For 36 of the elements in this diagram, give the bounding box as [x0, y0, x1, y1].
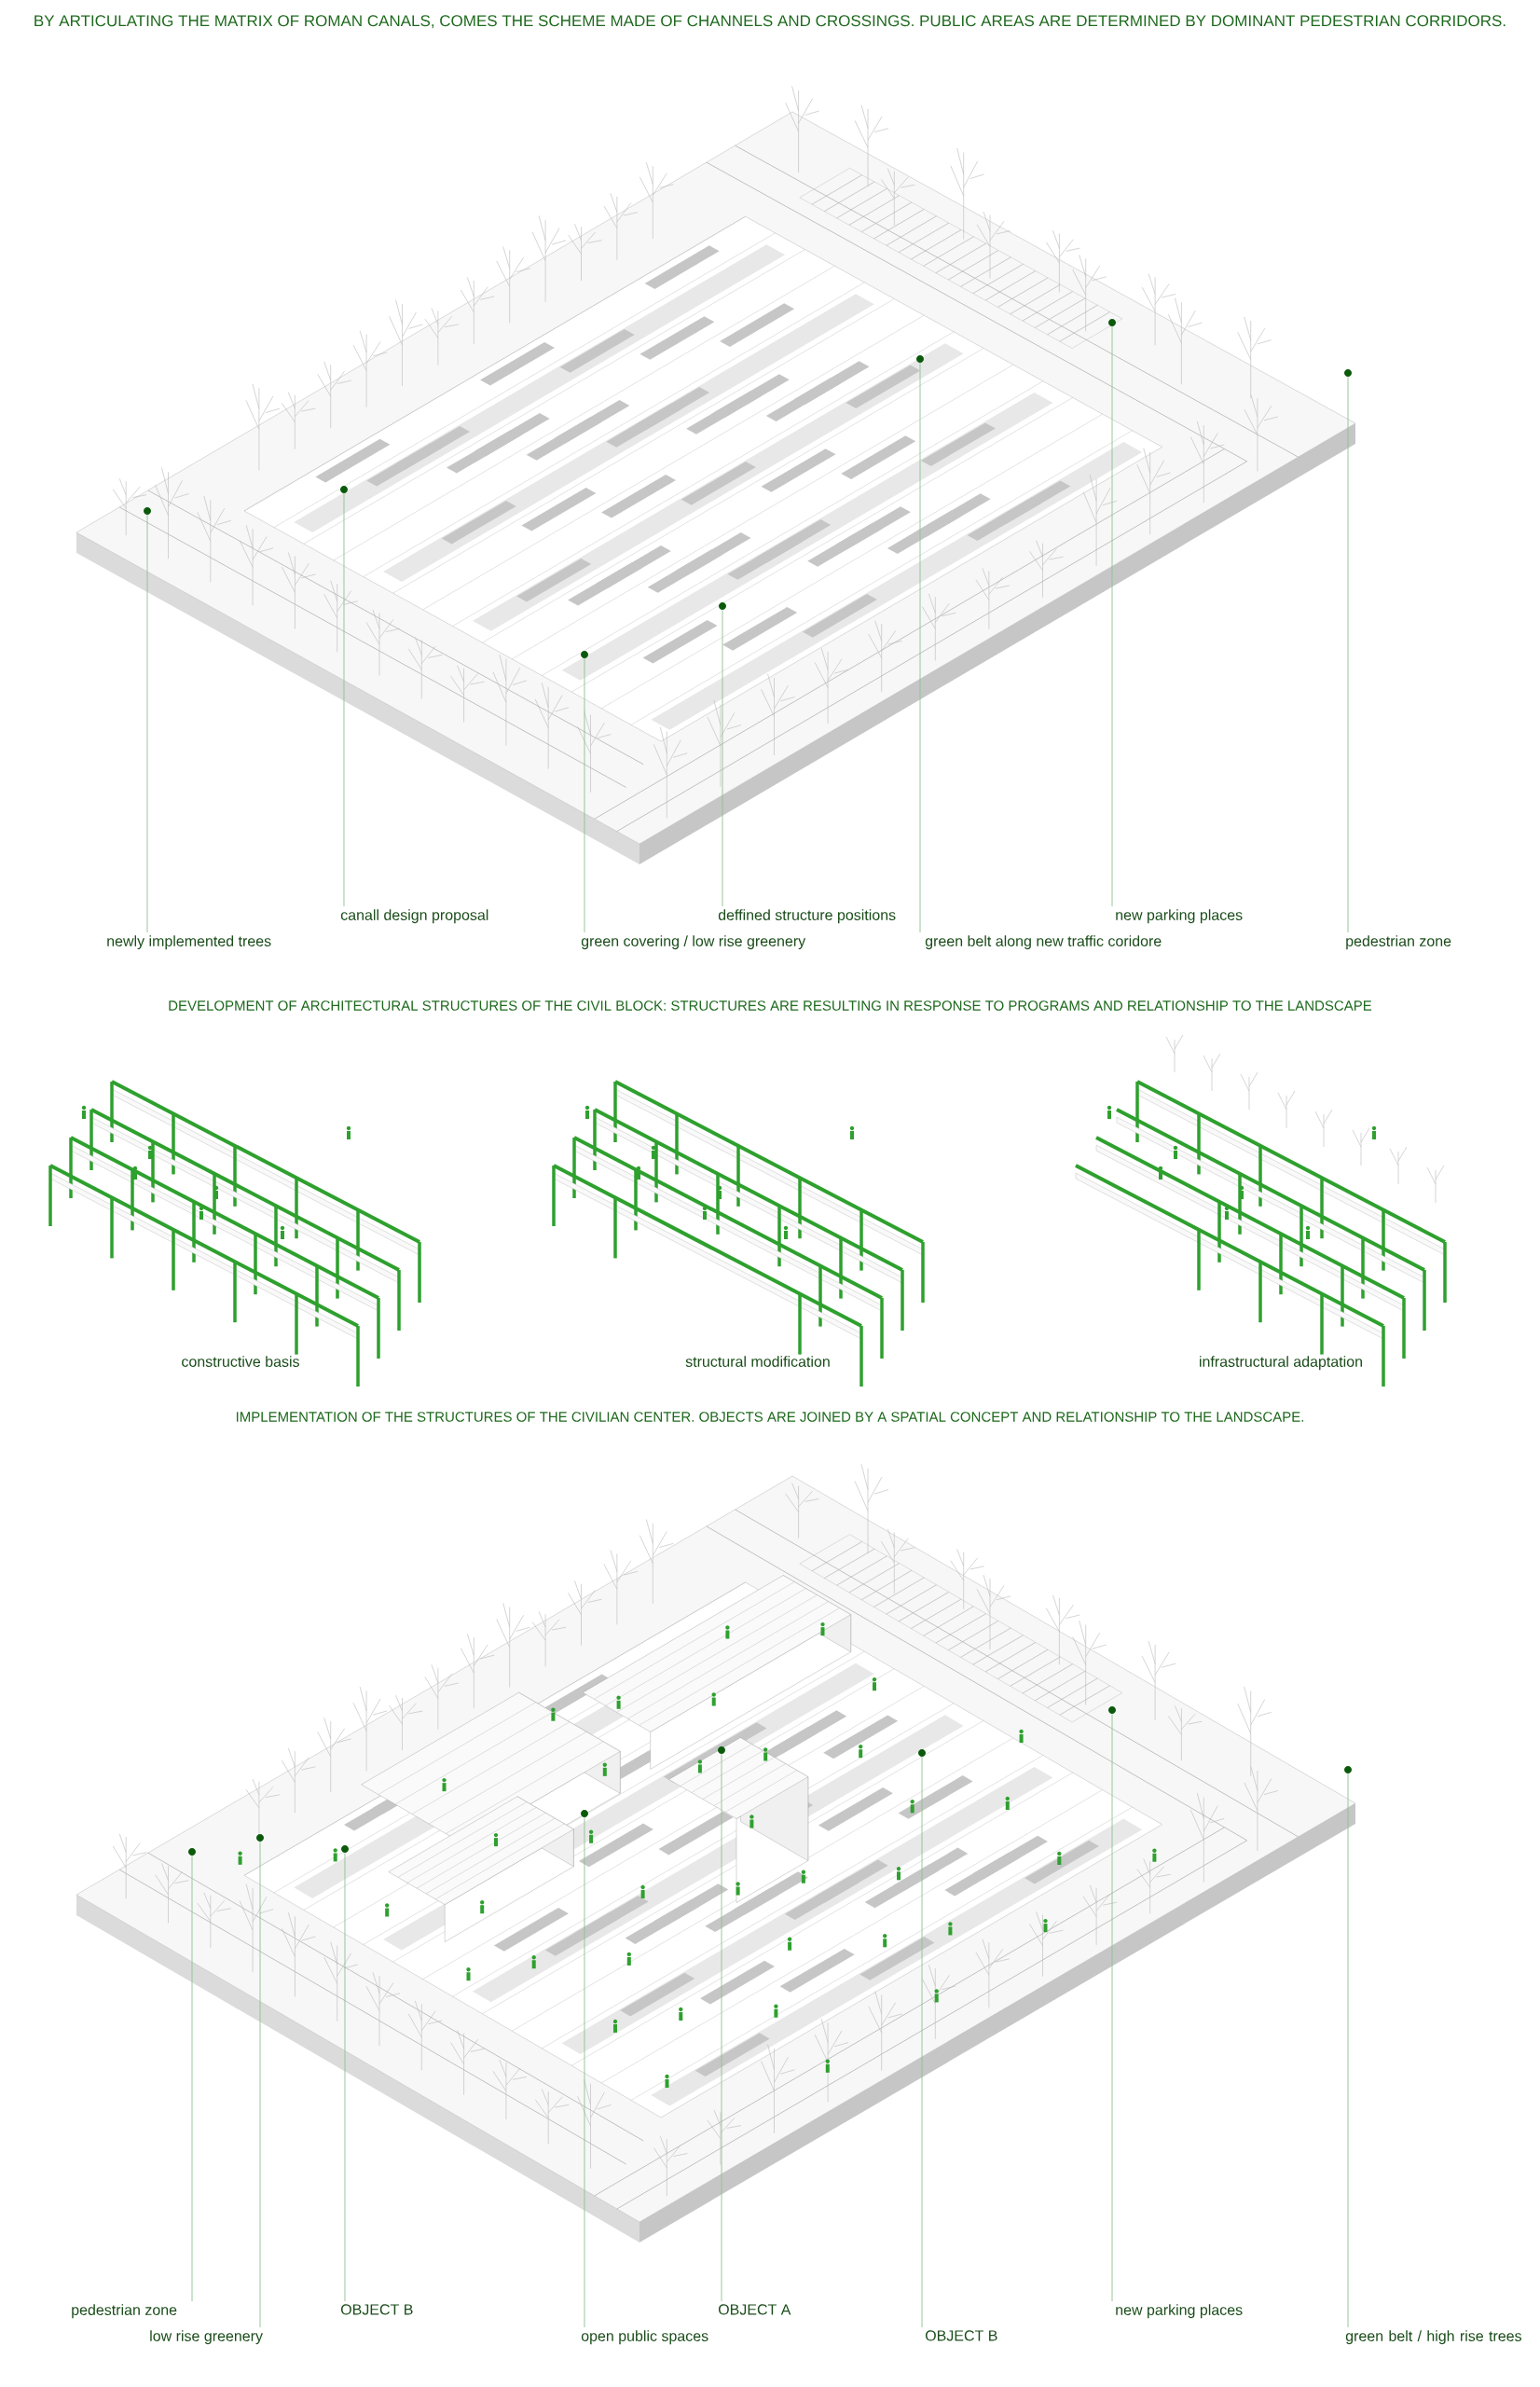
callout-label: low rise greenery — [150, 2330, 263, 2345]
leader-line — [259, 1841, 261, 2328]
callout-label: canall design proposal — [340, 909, 488, 924]
callout-label: green covering / low rise greenery — [581, 935, 806, 950]
drawing-caption: constructive basis — [182, 1356, 299, 1367]
leader-line — [584, 657, 585, 933]
leader-line — [146, 514, 148, 933]
leader-line — [343, 492, 345, 907]
leader-line — [722, 609, 723, 907]
drawing-caption: structural modification — [685, 1356, 830, 1367]
leader-line — [921, 1756, 923, 2328]
leader-line — [721, 1753, 722, 2302]
callout-label: OBJECT B — [925, 2330, 997, 2341]
drawing-caption: infrastructural adaptation — [1200, 1356, 1362, 1371]
callout-label: green belt along new traffic coridore — [925, 935, 1162, 950]
callout-label: pedestrian zone — [1346, 935, 1451, 950]
leader-line — [919, 362, 921, 933]
leader-line — [584, 1816, 585, 2328]
callout-label: new parking places — [1116, 909, 1243, 924]
callout-label: pedestrian zone — [72, 2304, 177, 2319]
callout-label: OBJECT B — [340, 2304, 413, 2315]
callout-label: newly implemented trees — [107, 935, 271, 950]
callout-label: deffined structure positions — [718, 909, 896, 924]
heading: DEVELOPMENT OF ARCHITECTURAL STRUCTURES OF THE CIVIL BLOCK: STRUCTURES ARE RESULTING IN RESPONSE TO PROGRAMS AND RELATIONSHIP TO THE LANDSCAPE — [169, 1000, 1372, 1011]
heading: BY ARTICULATING THE MATRIX OF ROMAN CANALS, COMES THE SCHEME MADE OF CHANNELS AND CROSSINGS. PUBLIC AREAS ARE DETERMINED BY DOMINANT PEDESTRIAN CORRIDORS. — [34, 15, 1506, 29]
leader-line — [1111, 325, 1113, 907]
callout-label: open public spaces — [581, 2330, 708, 2345]
leader-line — [1111, 1713, 1113, 2302]
leader-line — [191, 1855, 193, 2302]
callout-label: green belt / high rise trees — [1345, 2330, 1521, 2345]
leader-line — [1347, 376, 1349, 933]
callout-label: OBJECT A — [718, 2304, 791, 2315]
callout-label: new parking places — [1116, 2304, 1243, 2319]
heading: IMPLEMENTATION OF THE STRUCTURES OF THE CIVILIAN CENTER. OBJECTS ARE JOINED BY A SPATIAL CONCEPT AND RELATIONSHIP TO THE LANDSCAPE. — [236, 1412, 1303, 1422]
leader-line — [344, 1852, 346, 2302]
leader-line — [1347, 1773, 1349, 2328]
